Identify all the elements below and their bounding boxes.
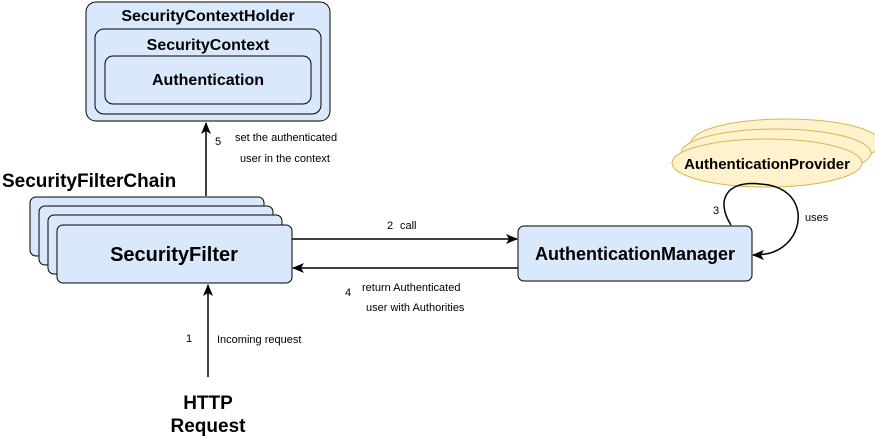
uses-provider-loop-arrow xyxy=(723,182,799,260)
authentication-manager: AuthenticationManager xyxy=(517,225,753,282)
step-1-text: Incoming request xyxy=(217,334,301,346)
authentication-provider-label: AuthenticationProvider xyxy=(684,156,850,173)
security-filter-label: SecurityFilter xyxy=(110,244,238,266)
step-2-number: 2 xyxy=(387,220,393,232)
step-5-number: 5 xyxy=(215,136,221,148)
authentication-provider-ellipse xyxy=(671,138,863,188)
step-1-number: 1 xyxy=(186,333,192,345)
step-5-line-2: user in the context xyxy=(240,153,330,165)
authentication-box xyxy=(104,55,312,105)
step-3-text: uses xyxy=(805,212,829,224)
http-request-line-1: HTTP xyxy=(183,393,233,414)
authentication-provider: AuthenticationProvider xyxy=(671,118,875,188)
security-context-label: SecurityContext xyxy=(147,37,270,54)
authentication-manager-label: AuthenticationManager xyxy=(535,244,735,264)
security-filter-box xyxy=(56,224,293,284)
step-2-text: call xyxy=(400,220,417,232)
authentication-manager-box xyxy=(517,225,753,282)
step-5-line-1: set the authenticated xyxy=(235,132,337,144)
authentication-label: Authentication xyxy=(152,72,264,89)
security-context-holder-label: SecurityContextHolder xyxy=(121,8,294,25)
security-context-holder: SecurityContextHolder SecurityContext Au… xyxy=(85,1,331,122)
security-filter-stack: SecurityFilter xyxy=(29,196,293,284)
step-4-line-2: user with Authorities xyxy=(366,302,465,314)
http-request-line-2: Request xyxy=(171,416,247,437)
step-3-number: 3 xyxy=(713,205,719,217)
security-filter-chain-label: SecurityFilterChain xyxy=(2,171,176,192)
step-4-line-1: return Authenticated xyxy=(362,282,460,294)
step-4-number: 4 xyxy=(345,287,351,299)
